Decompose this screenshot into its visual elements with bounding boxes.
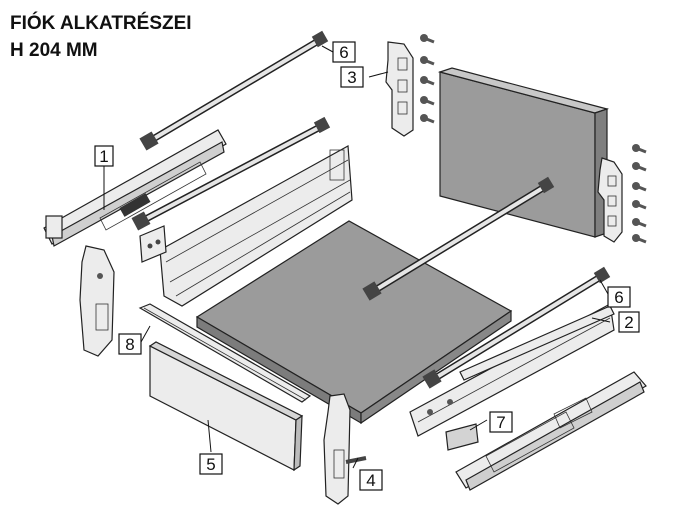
front-trim-strip	[138, 303, 312, 403]
rear-bracket-right	[597, 157, 623, 243]
front-connector-left	[79, 245, 115, 357]
small-bracket-left	[139, 225, 167, 263]
drawer-side-left	[159, 145, 353, 307]
callout-6-right-label: 6	[614, 288, 623, 307]
title-line-1: FIÓK ALKATRÉSZEI	[10, 13, 192, 34]
back-panel	[437, 67, 610, 238]
callout-7-label: 7	[496, 413, 505, 432]
callout-6-top-label: 6	[339, 43, 348, 62]
rail-rod-center	[362, 176, 555, 301]
rail-rod-top-left	[139, 30, 329, 151]
label-sticker	[445, 423, 479, 451]
top-rail-right	[459, 305, 615, 381]
callout-3-label: 3	[347, 68, 356, 87]
front-panel	[148, 341, 304, 472]
slide-left	[43, 129, 227, 247]
screws-right	[632, 144, 647, 244]
callout-5-label: 5	[206, 455, 215, 474]
callout-6-right: 6	[607, 286, 631, 308]
rail-rod-right	[422, 266, 611, 389]
leader-lines	[103, 45, 611, 469]
front-connector-right	[323, 393, 367, 505]
callout-8-label: 8	[125, 335, 134, 354]
screws-top	[420, 34, 435, 124]
callout-5: 5	[199, 453, 223, 475]
callout-4-label: 4	[366, 471, 375, 490]
callout-7: 7	[489, 411, 513, 433]
callout-8: 8	[118, 333, 142, 355]
drawer-bottom-panel	[195, 220, 513, 425]
slide-right	[455, 371, 647, 491]
callout-2: 2	[618, 311, 640, 333]
diagram-title: FIÓK ALKATRÉSZEI H 204 MM	[10, 10, 192, 64]
callout-6-top: 6	[332, 41, 356, 63]
rear-bracket-left	[385, 41, 414, 137]
callout-1: 1	[94, 145, 114, 167]
title-line-2: H 204 MM	[10, 40, 98, 61]
callout-4: 4	[359, 469, 383, 491]
rail-rod-middle-left	[131, 116, 331, 231]
callout-3: 3	[340, 66, 364, 88]
callout-2-label: 2	[624, 313, 633, 332]
callout-1-label: 1	[99, 147, 108, 166]
